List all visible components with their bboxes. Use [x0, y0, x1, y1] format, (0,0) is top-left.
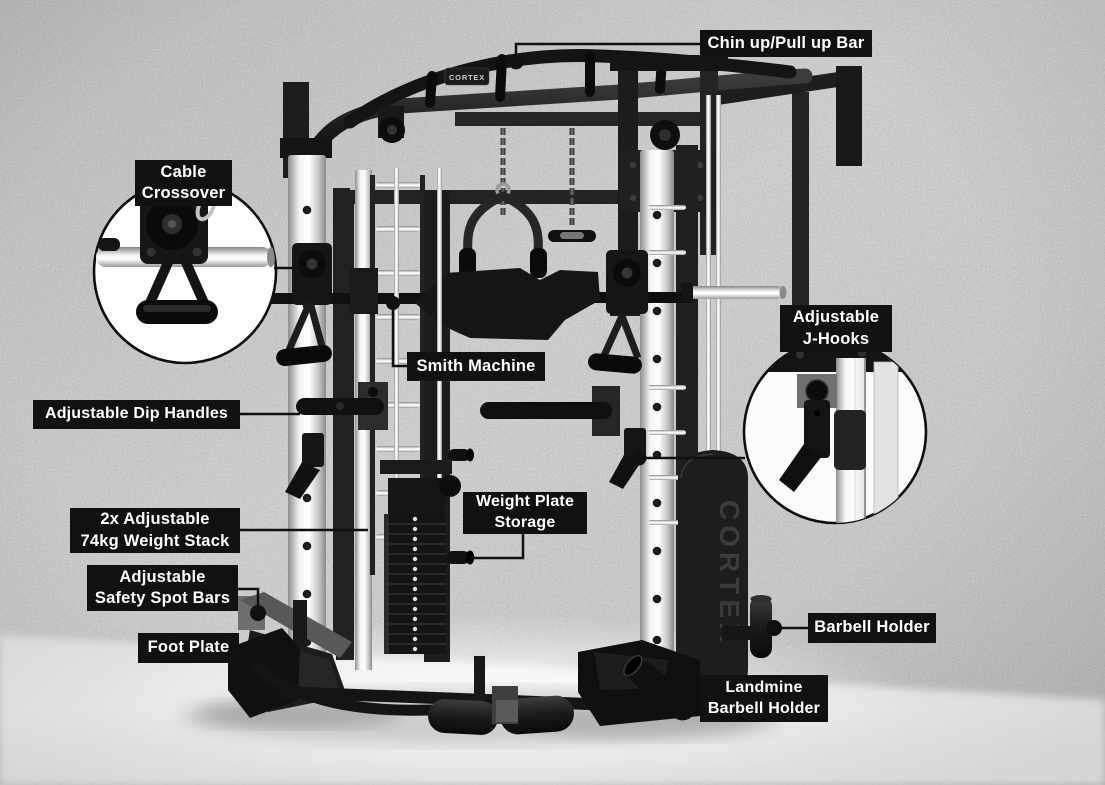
back-pad — [415, 268, 600, 340]
label-foot-plate: Foot Plate — [138, 633, 239, 663]
adjustable-dip-handles — [296, 382, 620, 436]
label-weight-plate-storage: Weight Plate Storage — [463, 492, 587, 534]
machine-illustration: CORTEX — [180, 49, 862, 744]
connector-smith — [391, 304, 407, 368]
label-smith-machine: Smith Machine — [407, 352, 545, 381]
landmine-sleeve — [623, 654, 696, 721]
j-hooks-inset — [742, 339, 928, 525]
barbell-holder-cylinder — [750, 596, 772, 658]
connector-safety-spot — [238, 587, 260, 608]
label-weight-stack: 2x Adjustable 74kg Weight Stack — [70, 508, 240, 553]
label-adjustable-dip-handles: Adjustable Dip Handles — [33, 400, 240, 429]
label-chin-up-pull-up-bar: Chin up/Pull up Bar — [700, 30, 872, 57]
barbell-holder-arm — [722, 626, 758, 640]
j-hooks-on-rack — [285, 428, 646, 499]
label-barbell-holder: Barbell Holder — [808, 613, 936, 643]
label-adjustable-j-hooks: Adjustable J-Hooks — [780, 305, 892, 352]
chains-and-attachments — [459, 128, 596, 278]
weight-stack — [380, 168, 461, 654]
label-landmine-barbell-holder: Landmine Barbell Holder — [700, 675, 828, 722]
label-safety-spot-bars: Adjustable Safety Spot Bars — [87, 565, 238, 611]
label-cable-crossover: Cable Crossover — [135, 160, 232, 206]
brand-plate-text: CORTEX — [449, 73, 485, 82]
connector-weight-plate-storage — [470, 533, 525, 560]
cable-trolleys — [276, 243, 648, 374]
connector-chin-up — [514, 42, 700, 58]
callout-connectors — [238, 42, 808, 698]
weight-plate-storage-pegs — [446, 448, 475, 565]
shroud-brand-text: CORTEX — [714, 500, 745, 647]
cable-crossover-inset — [92, 179, 278, 365]
base-and-floor-attachments — [252, 595, 772, 735]
left-top-pulley — [378, 106, 405, 143]
